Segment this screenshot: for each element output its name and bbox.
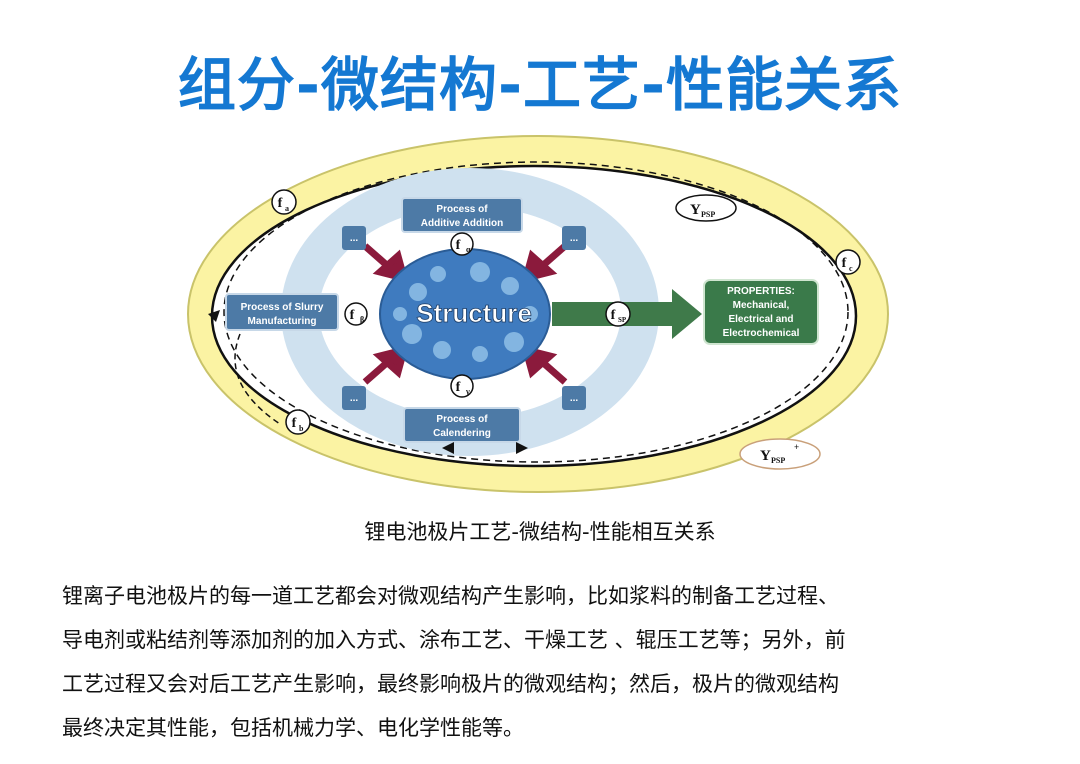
svg-text:...: ... (350, 393, 359, 404)
svg-text:f: f (611, 308, 616, 323)
structure-label: Structure (416, 298, 532, 328)
svg-text:...: ... (570, 393, 579, 404)
svg-text:f: f (842, 256, 847, 271)
description-paragraph: 锂离子电池极片的每一道工艺都会对微观结构产生影响，比如浆料的制备工艺过程、 导电… (62, 574, 1022, 750)
y-psp-plus-label: Y PSP + (739, 438, 821, 470)
paragraph-line: 工艺过程又会对后工艺产生影响，最终影响极片的微观结构；然后，极片的微观结构 (62, 672, 839, 696)
feedback-arrowhead-bottom-2 (516, 442, 528, 454)
ellipsis-box-bottom-right: ... (562, 386, 586, 410)
process-slurry-line-2: Manufacturing (248, 316, 317, 327)
svg-text:α: α (466, 245, 471, 254)
svg-text:β: β (360, 315, 364, 324)
process-slurry-line-1: Process of Slurry (241, 302, 324, 313)
f-c-label: f c (835, 249, 861, 275)
svg-text:f: f (456, 238, 461, 253)
process-calendering-box (403, 407, 521, 443)
process-additive-line-2: Additive Addition (421, 218, 503, 229)
paragraph-line: 锂离子电池极片的每一道工艺都会对微观结构产生影响，比如浆料的制备工艺过程、 (62, 584, 839, 608)
f-a-label: f a (271, 189, 297, 215)
feedback-arrowhead-bottom-1 (442, 442, 454, 454)
properties-line-3: Electrical and (728, 314, 793, 325)
svg-text:Y: Y (690, 202, 701, 218)
paragraph-line: 最终决定其性能，包括机械力学、电化学性能等。 (62, 716, 524, 740)
process-calendering-line-1: Process of (436, 414, 488, 425)
ellipsis-box-bottom-left: ... (342, 386, 366, 410)
f-alpha-label: f α (450, 232, 474, 256)
f-sp-label: f SP (605, 301, 631, 327)
psp-diagram: Structure PROPERTIES: Mechanical, Electr… (187, 135, 889, 493)
svg-text:γ: γ (465, 387, 470, 396)
properties-line-1: PROPERTIES: (727, 286, 795, 297)
svg-text:PSP: PSP (701, 210, 715, 219)
svg-text:c: c (849, 264, 853, 273)
f-b-label: f b (285, 409, 311, 435)
ellipsis-box-top-right: ... (562, 226, 586, 250)
feedback-path-left (234, 333, 281, 425)
svg-text:Y: Y (760, 448, 771, 464)
particle-bubbles (393, 262, 538, 362)
page-title: 组分-微结构-工艺-性能关系 (177, 51, 903, 119)
process-additive-box (401, 197, 523, 233)
properties-line-4: Electrochemical (723, 328, 800, 339)
svg-text:f: f (350, 308, 355, 323)
svg-text:...: ... (570, 233, 579, 244)
process-calendering-line-2: Calendering (433, 428, 491, 439)
svg-text:b: b (299, 424, 304, 433)
properties-box (703, 279, 819, 345)
f-gamma-label: f γ (450, 374, 474, 398)
svg-text:+: + (794, 442, 799, 452)
process-slurry-box (225, 293, 339, 331)
feedback-arrowhead-left (208, 310, 220, 322)
diagram-caption: 锂电池极片工艺-微结构-性能相互关系 (364, 520, 716, 544)
svg-text:...: ... (350, 233, 359, 244)
svg-text:f: f (456, 380, 461, 395)
properties-line-2: Mechanical, (733, 300, 790, 311)
svg-text:f: f (292, 416, 297, 431)
dashed-loop (223, 161, 849, 463)
svg-text:SP: SP (618, 316, 627, 324)
paragraph-line: 导电剂或粘结剂等添加剂的加入方式、涂布工艺、干燥工艺 、辊压工艺等；另外，前 (62, 628, 846, 652)
process-additive-line-1: Process of (436, 204, 488, 215)
ellipsis-box-top-left: ... (342, 226, 366, 250)
y-psp-label: Y PSP (675, 194, 737, 222)
svg-text:PSP: PSP (771, 456, 785, 465)
svg-text:a: a (285, 204, 289, 213)
svg-text:f: f (278, 196, 283, 211)
f-beta-label: f β (344, 302, 368, 326)
